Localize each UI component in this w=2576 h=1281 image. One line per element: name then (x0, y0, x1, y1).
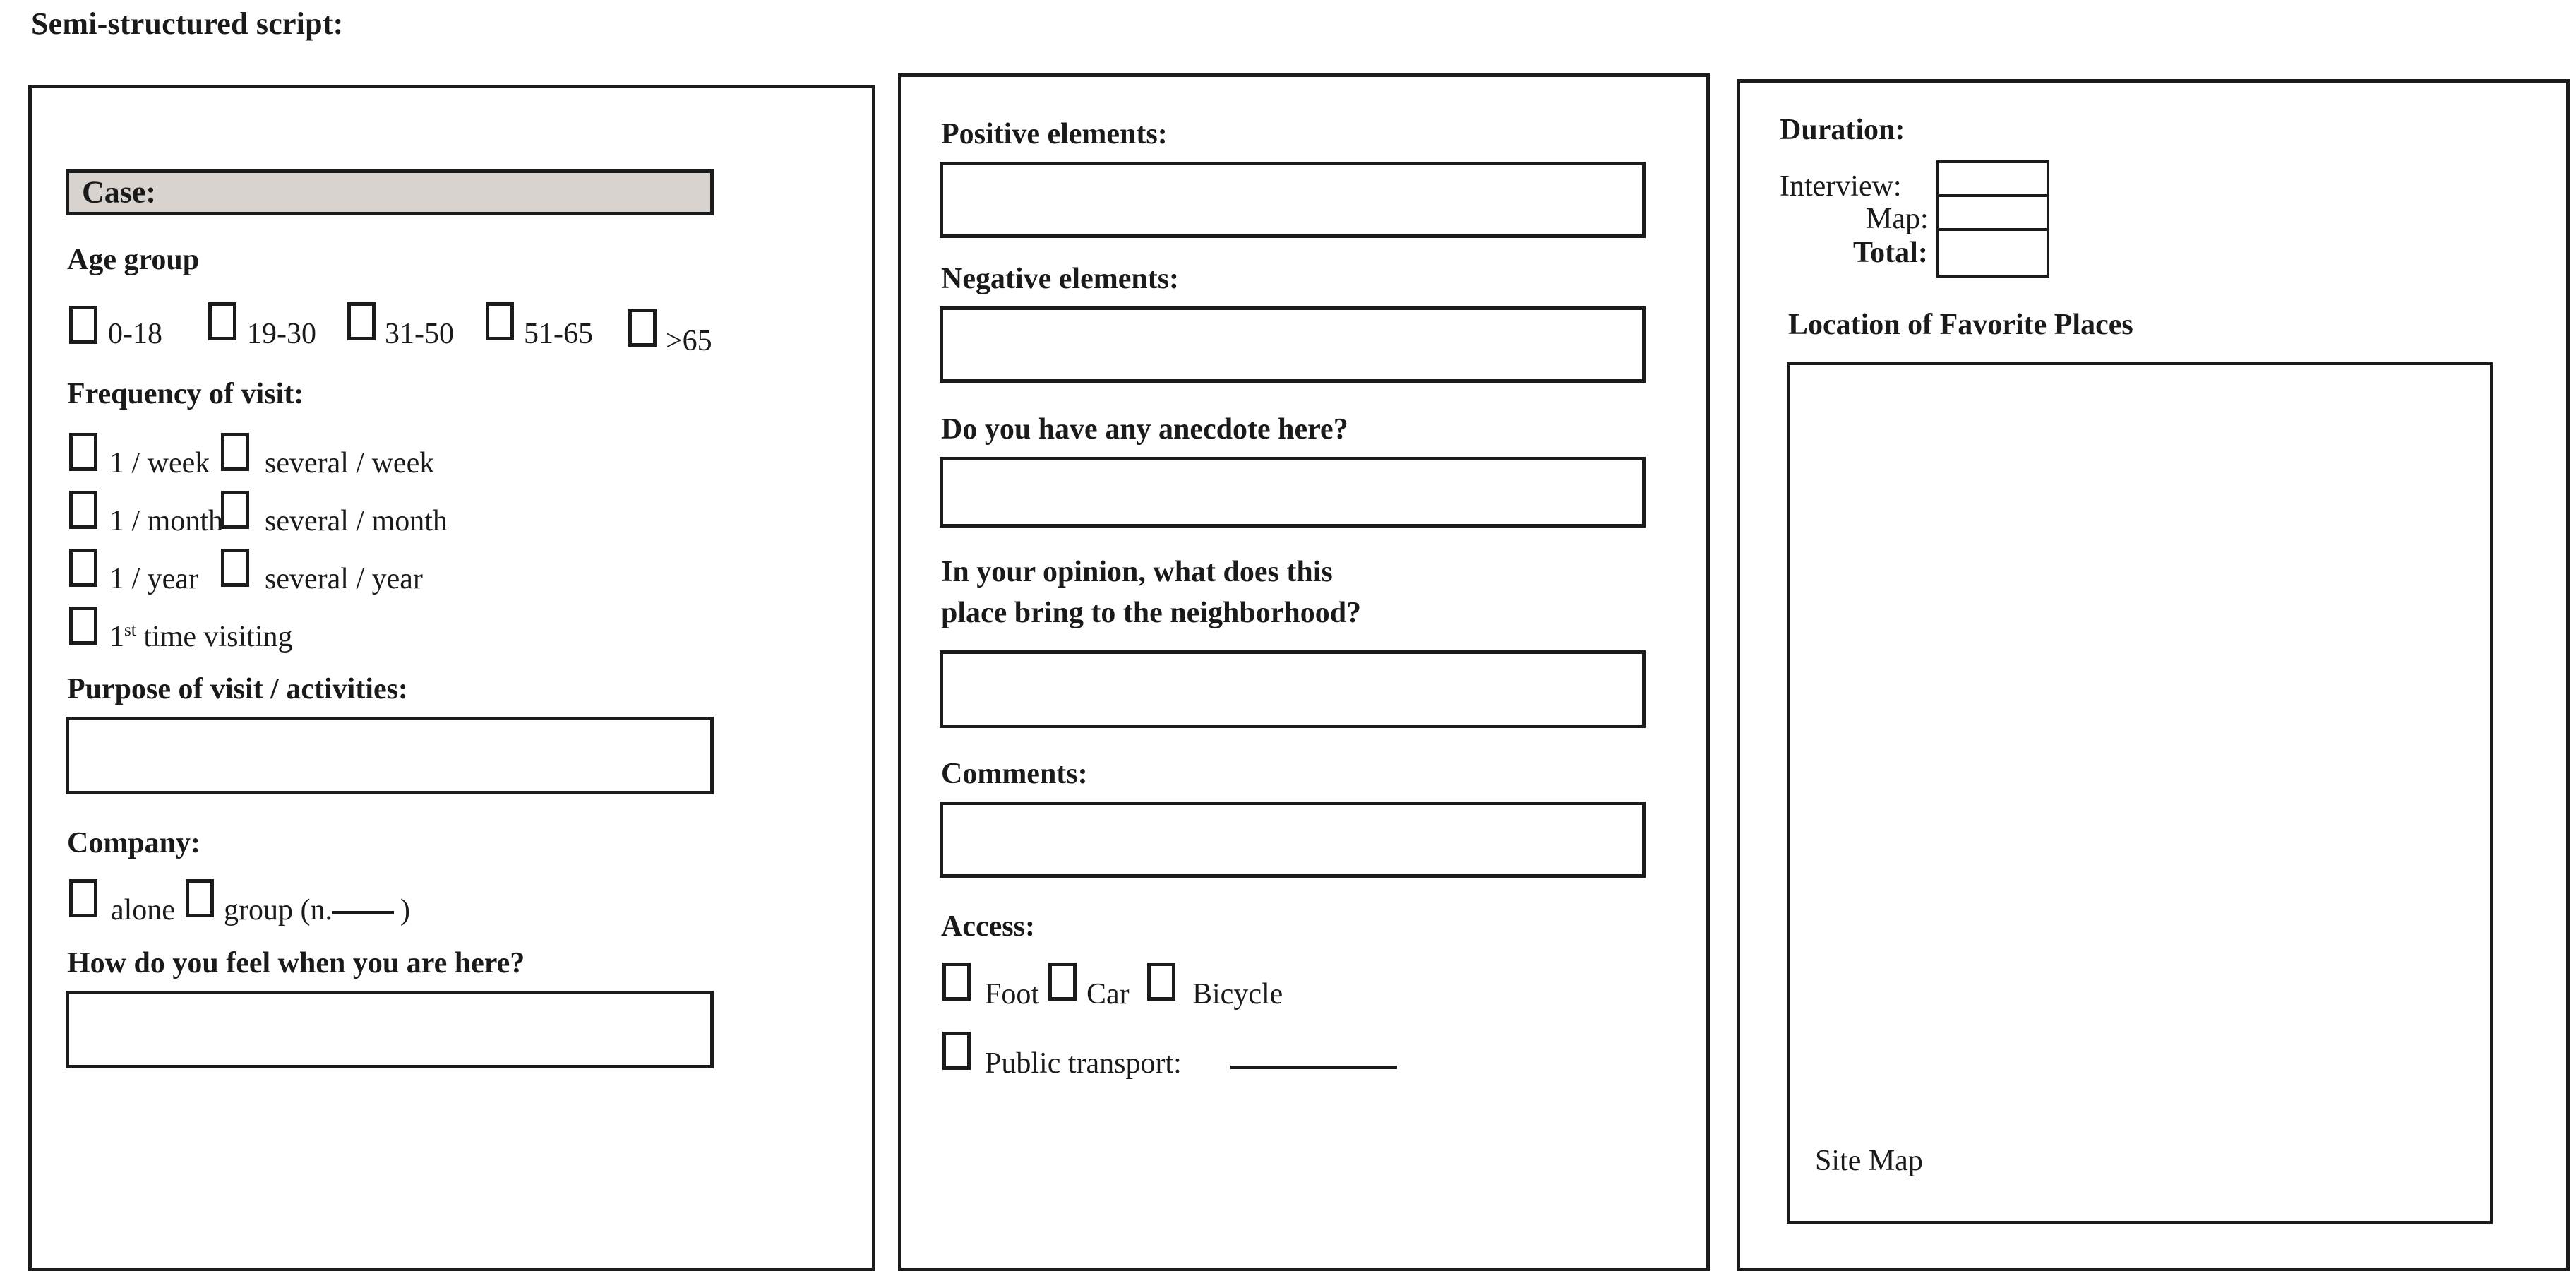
frequency-label-1-week: 1 / week (109, 447, 210, 479)
duration-input-total[interactable] (1936, 228, 2049, 278)
access-heading: Access: (941, 910, 1035, 943)
public-transport-input-rule[interactable] (1230, 1066, 1397, 1069)
duration-label-total: Total: (1853, 237, 1928, 269)
anecdote-input[interactable] (940, 457, 1646, 528)
access-checkbox-public-transport[interactable] (942, 1032, 971, 1070)
frequency-label-several-week: several / week (265, 447, 435, 479)
age-checkbox-19-30[interactable] (208, 302, 236, 340)
panel-duration-and-map: Duration: Interview: Map: Total: Locatio… (1737, 79, 2570, 1271)
frequency-label-first-time: 1st time visiting (109, 621, 293, 653)
duration-label-interview: Interview: (1780, 170, 1902, 203)
opinion-heading-line1: In your opinion, what does this (941, 556, 1333, 588)
first-time-ordinal-suffix: st (124, 621, 136, 640)
company-group-count-rule[interactable] (332, 911, 394, 914)
frequency-checkbox-several-year[interactable] (221, 549, 249, 587)
frequency-checkbox-several-week[interactable] (221, 433, 249, 471)
company-group-suffix: ) (400, 894, 410, 927)
company-label-alone: alone (111, 894, 175, 927)
anecdote-heading: Do you have any anecdote here? (941, 413, 1348, 446)
panel-interviewee-profile: Case: Age group 0-18 19-30 31-50 51-65 >… (28, 85, 875, 1271)
feeling-input[interactable] (66, 991, 714, 1068)
company-label-group: group (n.) (224, 895, 410, 925)
age-label-51-65: 51-65 (524, 318, 593, 350)
age-label-19-30: 19-30 (247, 318, 316, 350)
frequency-label-several-month: several / month (265, 505, 448, 537)
opinion-input[interactable] (940, 650, 1646, 728)
age-checkbox-0-18[interactable] (69, 306, 97, 344)
positive-elements-heading: Positive elements: (941, 118, 1168, 150)
age-label-0-18: 0-18 (108, 318, 162, 350)
age-checkbox-51-65[interactable] (486, 302, 514, 340)
access-checkbox-car[interactable] (1048, 963, 1077, 1001)
frequency-label-1-month: 1 / month (109, 505, 224, 537)
purpose-heading: Purpose of visit / activities: (67, 673, 408, 705)
site-map-canvas[interactable]: Site Map (1787, 362, 2493, 1224)
access-checkbox-bicycle[interactable] (1147, 963, 1175, 1001)
access-checkbox-foot[interactable] (942, 963, 971, 1001)
age-group-heading: Age group (67, 244, 200, 276)
purpose-input[interactable] (66, 717, 714, 794)
comments-heading: Comments: (941, 758, 1088, 790)
frequency-heading: Frequency of visit: (67, 378, 304, 410)
frequency-checkbox-first-time[interactable] (69, 607, 97, 645)
frequency-checkbox-1-month[interactable] (69, 491, 97, 529)
first-time-prefix: 1 (109, 621, 124, 653)
company-checkbox-alone[interactable] (69, 879, 97, 917)
age-checkbox-31-50[interactable] (347, 302, 376, 340)
positive-elements-input[interactable] (940, 162, 1646, 238)
company-group-prefix: group (n. (224, 894, 333, 927)
frequency-checkbox-1-week[interactable] (69, 433, 97, 471)
age-label-over-65: >65 (666, 325, 712, 357)
feeling-heading: How do you feel when you are here? (67, 947, 525, 979)
frequency-checkbox-several-month[interactable] (221, 491, 249, 529)
case-label: Case: (82, 174, 157, 209)
frequency-label-1-year: 1 / year (109, 563, 198, 595)
negative-elements-heading: Negative elements: (941, 263, 1180, 295)
access-label-car: Car (1086, 978, 1130, 1011)
access-label-bicycle: Bicycle (1192, 978, 1283, 1011)
duration-label-map: Map: (1866, 203, 1929, 235)
frequency-label-several-year: several / year (265, 563, 423, 595)
frequency-checkbox-1-year[interactable] (69, 549, 97, 587)
comments-input[interactable] (940, 802, 1646, 878)
duration-heading: Duration: (1780, 114, 1905, 146)
access-label-foot: Foot (985, 978, 1040, 1011)
first-time-suffix: time visiting (136, 621, 293, 653)
panel-place-perception: Positive elements: Negative elements: Do… (898, 73, 1710, 1271)
opinion-heading-line2: place bring to the neighborhood? (941, 597, 1362, 629)
favorite-places-heading: Location of Favorite Places (1788, 309, 2133, 341)
age-label-31-50: 31-50 (385, 318, 454, 350)
age-checkbox-over-65[interactable] (628, 309, 657, 347)
company-checkbox-group[interactable] (186, 879, 214, 917)
site-map-caption: Site Map (1815, 1145, 1923, 1177)
negative-elements-input[interactable] (940, 306, 1646, 383)
page-title: Semi-structured script: (31, 6, 344, 41)
company-heading: Company: (67, 827, 201, 859)
case-field[interactable]: Case: (66, 169, 714, 215)
access-label-public-transport: Public transport: (985, 1047, 1182, 1080)
